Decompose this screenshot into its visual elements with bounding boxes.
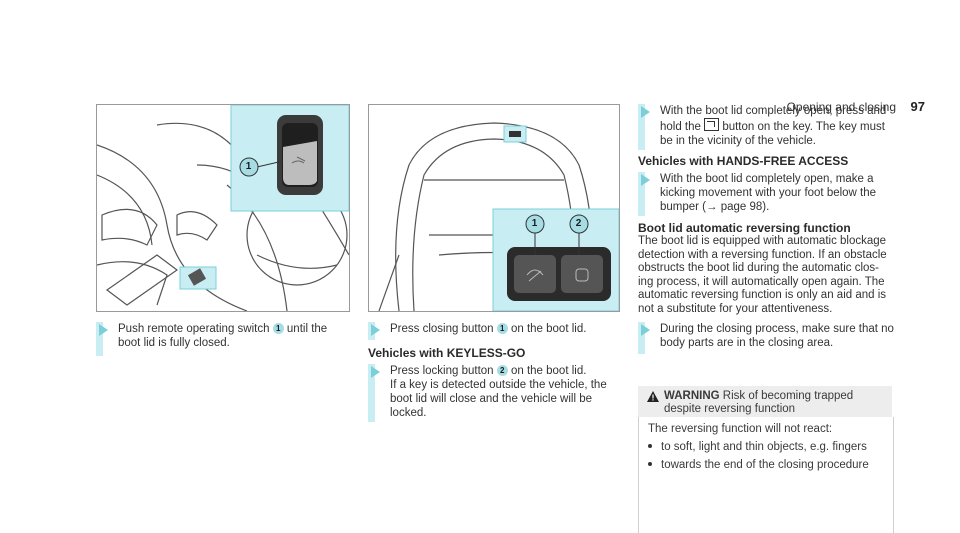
warning-list-item: to soft, light and thin objects, e.g. fi… [648,441,867,453]
section-title: Opening and closing [786,100,896,114]
callout-1: 1 [496,323,508,334]
step-press-locking-button: Press locking button 2 on the boot lid. … [368,364,618,422]
callout-2: 2 [575,218,582,229]
figure-boot-lid: 1 2 [368,104,620,312]
step-closing-process-safety: During the closing process, make sure th… [638,322,896,354]
boot-lid-key-button-icon [704,118,720,131]
step-press-closing-button: Press closing button 1 on the boot lid. [368,322,618,340]
boot-lid-illustration [369,105,619,311]
figure-door-switch: 1 [96,104,350,312]
callout-1: 1 [272,323,284,334]
warning-label: WARNING [664,390,720,402]
step-arrow-icon [99,324,108,336]
heading-keyless-go: Vehicles with KEYLESS-GO [368,346,526,360]
page-number: 97 [910,99,925,114]
step-push-remote-switch: Push remote operating switch 1 until the… [96,322,348,356]
step-kicking-movement: With the boot lid completely open, make … [638,172,896,216]
warning-list-item: towards the end of the closing procedure [648,459,869,471]
heading-reversing-function: Boot lid automatic reversing function [638,221,851,235]
warning-body: The reversing function will not react: t… [638,417,894,533]
step-arrow-icon [371,324,380,336]
step-hold-key-button: With the boot lid completely open, press… [638,104,896,150]
step-arrow-icon [371,366,380,378]
door-switch-illustration [97,105,349,311]
step-arrow-icon [641,174,650,186]
step-arrow-icon [641,106,650,118]
callout-1: 1 [245,161,252,172]
step-arrow-icon [641,324,650,336]
heading-hands-free-access: Vehicles with HANDS-FREE ACCESS [638,154,849,168]
warning-header: WARNING Risk of becoming trapped despite… [638,386,892,417]
callout-1: 1 [531,218,538,229]
reversing-function-description: The boot lid is equipped with automatic … [638,235,887,315]
warning-triangle-icon [647,391,659,402]
callout-2: 2 [496,365,508,376]
